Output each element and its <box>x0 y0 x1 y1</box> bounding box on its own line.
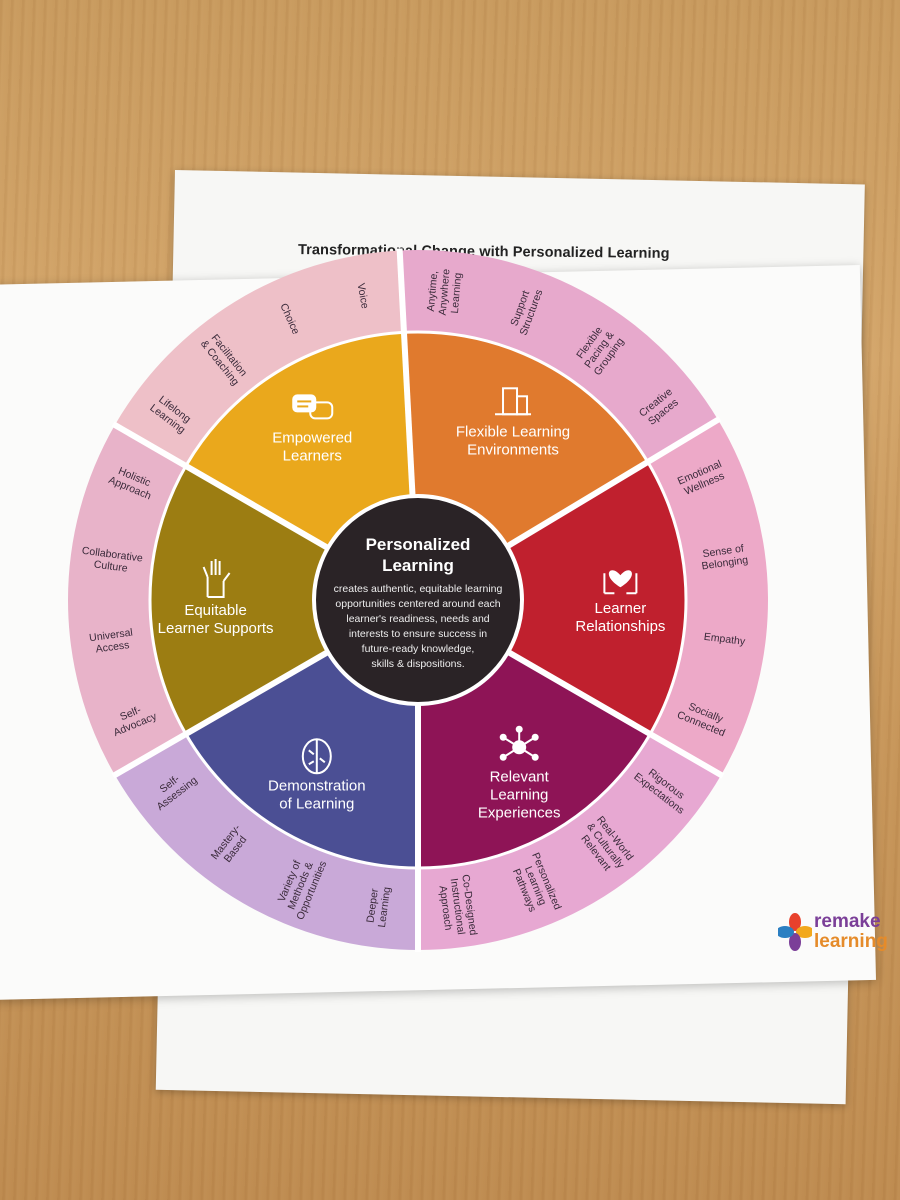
divider-line <box>111 649 330 779</box>
center-body-line: skills & dispositions. <box>371 658 464 670</box>
brain-icon <box>301 738 332 775</box>
center-title-line1: Personalized <box>366 535 471 554</box>
center-body-line: creates authentic, equitable learning <box>334 583 503 595</box>
outer-ring-segment-relationships <box>647 419 768 775</box>
logo-word-remake: remake <box>814 911 881 932</box>
divider-line <box>505 416 722 550</box>
center-body-line: learner's readiness, needs and <box>346 613 489 625</box>
outer-ring-segment-equitable <box>68 425 186 775</box>
divider-line <box>396 248 416 497</box>
center-title-line2: Learning <box>382 556 454 575</box>
building-icon <box>495 387 532 416</box>
divider-line <box>506 649 725 779</box>
center-body-line: interests to ensure success in <box>349 628 487 640</box>
flower-logo-icon <box>776 913 814 951</box>
center-body-line: future-ready knowledge, <box>362 643 475 655</box>
sub-label-demonstration-0: DeeperLearning <box>364 885 393 929</box>
center-body-line: opportunities centered around each <box>335 598 500 610</box>
sub-label-equitable-3: HolisticApproach <box>107 463 158 502</box>
logo-word-learning: learning <box>814 931 888 952</box>
sub-label-flexible-0: Anytime,AnywhereLearning <box>425 267 465 317</box>
hands-heart-icon <box>603 570 638 595</box>
sub-label-empowered-3: Voice <box>355 282 371 310</box>
sub-label-equitable-1: UniversalAccess <box>89 627 136 657</box>
speech-bubbles-icon <box>292 394 334 420</box>
center-circle <box>312 494 524 706</box>
sector-empowered <box>185 332 413 548</box>
raised-hand-icon <box>202 559 231 598</box>
sub-label-relevant-3: Co-DesignedInstructionalApproach <box>435 874 479 940</box>
outer-ring-segment-relevant <box>418 734 722 950</box>
remake-learning-logo: remake learning <box>776 911 900 956</box>
sector-flexible <box>403 332 648 547</box>
inner-ring-border <box>148 330 688 870</box>
sector-relationships <box>507 461 686 734</box>
network-icon <box>499 725 539 761</box>
divider-line <box>111 421 330 551</box>
outer-ring-segment-flexible <box>399 249 719 462</box>
outer-ring-segment-demonstration <box>114 734 418 950</box>
sub-label-relationships-2: Empathy <box>703 631 746 648</box>
outer-ring-segment-empowered <box>114 250 404 466</box>
sub-label-relationships-1: Sense ofBelonging <box>699 542 749 572</box>
sub-label-equitable-2: CollaborativeCulture <box>80 545 144 577</box>
sector-equitable <box>149 466 328 734</box>
sector-demonstration <box>185 652 418 868</box>
